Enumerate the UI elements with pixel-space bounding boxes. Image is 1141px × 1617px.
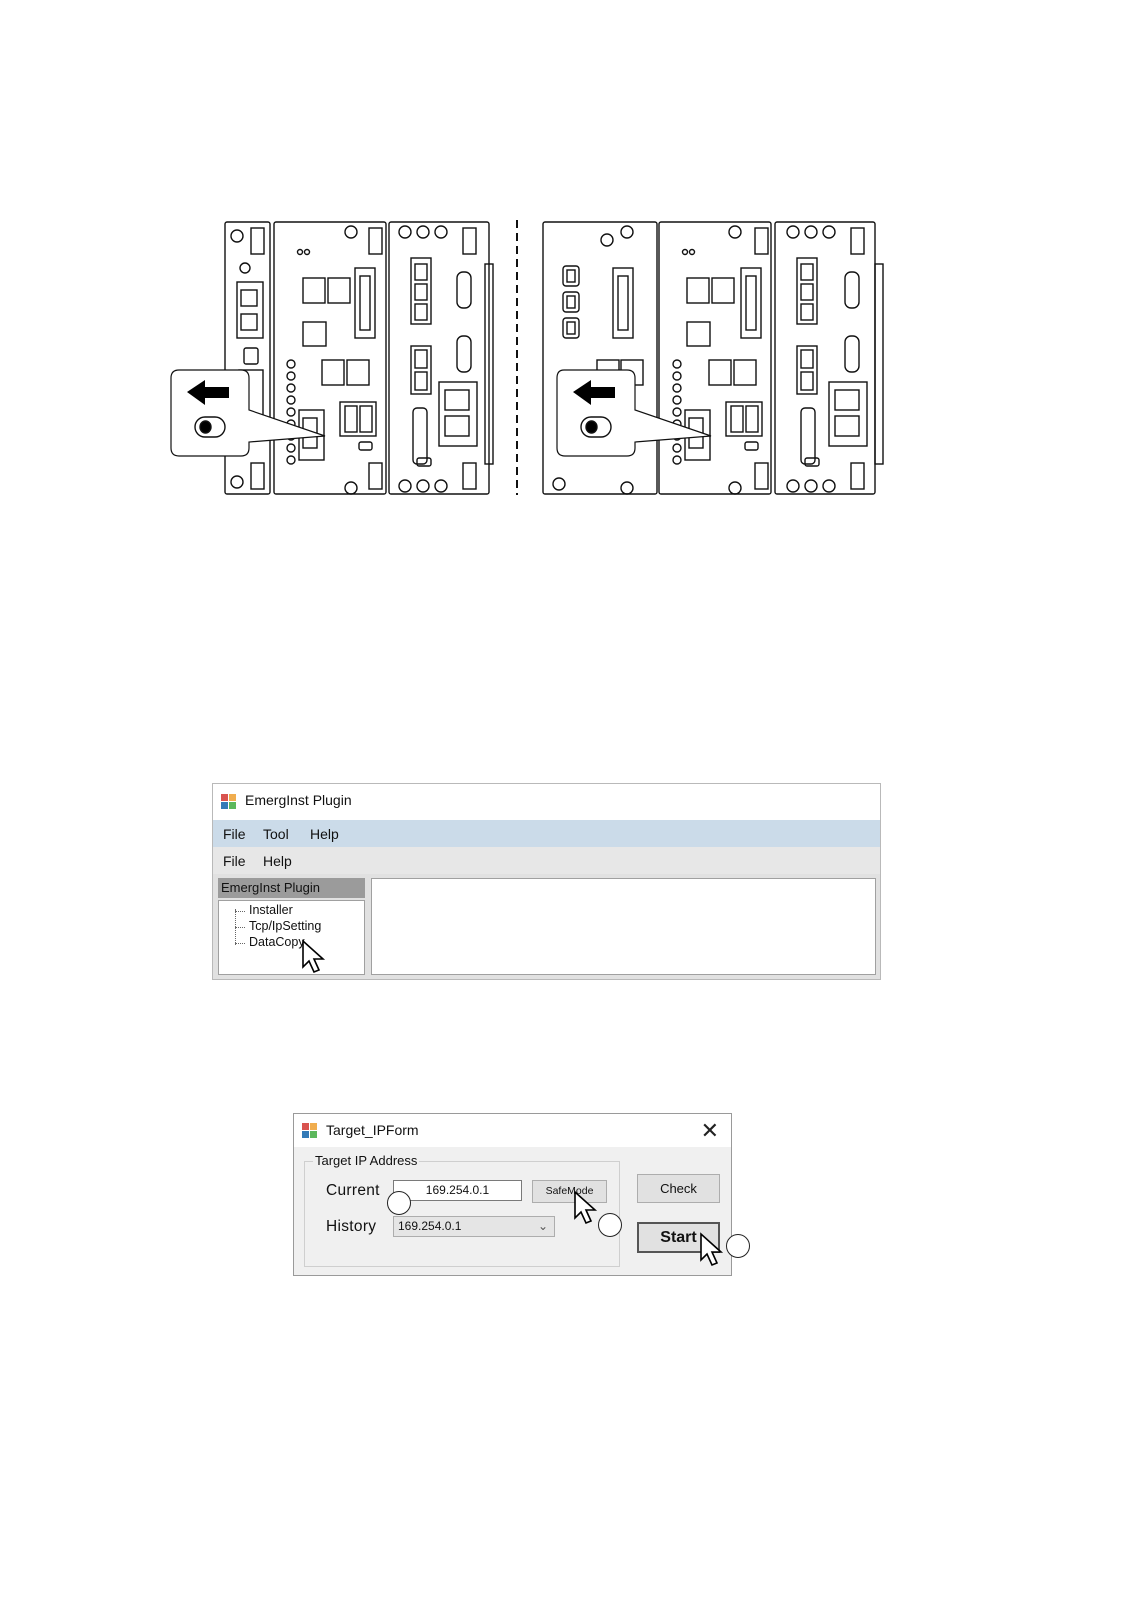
step-marker-circle: [598, 1213, 622, 1237]
mouse-pointer-icon: [301, 939, 327, 975]
menu-file[interactable]: File: [223, 826, 246, 842]
emerginst-plugin-window: EmergInst Plugin File Tool Help File Hel…: [212, 783, 881, 980]
current-ip-input[interactable]: 169.254.0.1: [393, 1180, 522, 1201]
plugin-menu-bar: File Help: [213, 847, 880, 874]
mouse-pointer-icon: [573, 1190, 599, 1226]
chevron-down-icon: ⌄: [538, 1217, 548, 1236]
app-window-icon: [302, 1123, 318, 1139]
menu-help[interactable]: Help: [310, 826, 339, 842]
history-select[interactable]: 169.254.0.1 ⌄: [393, 1216, 555, 1237]
plugin-menu-help[interactable]: Help: [263, 853, 292, 869]
plugin-menu-file[interactable]: File: [223, 853, 246, 869]
menu-tool[interactable]: Tool: [263, 826, 289, 842]
history-label: History: [326, 1218, 376, 1236]
tree-header: EmergInst Plugin: [218, 878, 365, 898]
controller-unit-left: [171, 222, 493, 494]
close-icon[interactable]: ✕: [701, 1118, 719, 1144]
check-button[interactable]: Check: [637, 1174, 720, 1203]
app-window-icon: [221, 794, 237, 810]
tree-item-datacopy[interactable]: DataCopy: [249, 935, 305, 949]
plugin-tree: Installer Tcp/IpSetting DataCopy: [218, 900, 365, 975]
tree-item-tcp-ip-setting[interactable]: Tcp/IpSetting: [249, 919, 321, 933]
dialog-title: Target_IPForm: [326, 1122, 419, 1138]
title-bar: EmergInst Plugin: [213, 784, 880, 820]
step-marker-circle: [726, 1234, 750, 1258]
mouse-pointer-icon: [699, 1232, 725, 1268]
window-title: EmergInst Plugin: [245, 792, 352, 808]
tree-item-installer[interactable]: Installer: [249, 903, 293, 917]
step-marker-circle: [387, 1191, 411, 1215]
group-label: Target IP Address: [313, 1153, 419, 1168]
current-label: Current: [326, 1182, 380, 1200]
main-menu-bar: File Tool Help: [213, 820, 880, 847]
content-pane: [371, 878, 876, 975]
controller-unit-right: [543, 222, 883, 494]
controller-hardware-illustration: [165, 220, 905, 515]
target-ip-form-dialog: Target_IPForm ✕ Target IP Address Curren…: [293, 1113, 732, 1276]
history-value: 169.254.0.1: [398, 1219, 461, 1233]
title-bar: Target_IPForm ✕: [294, 1114, 731, 1147]
